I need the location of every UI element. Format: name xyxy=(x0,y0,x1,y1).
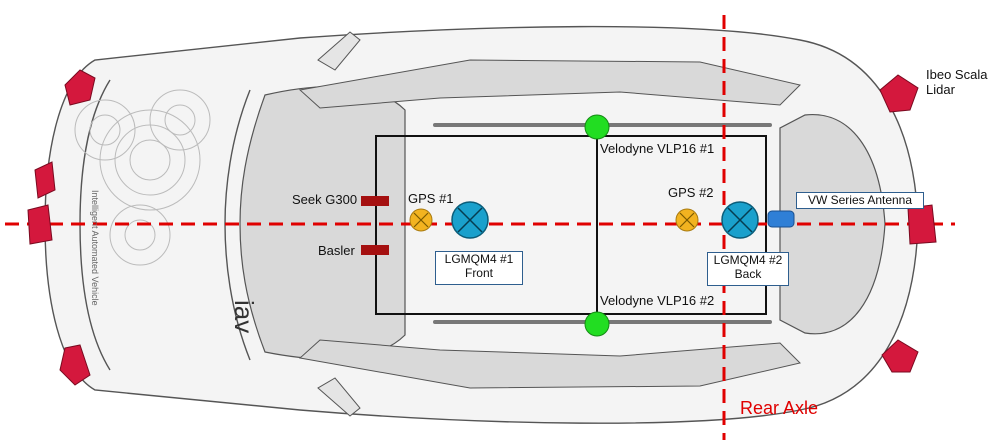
seek-camera-label: Seek G300 xyxy=(292,192,358,207)
gps-1-marker xyxy=(409,208,433,232)
basler-camera-label: Basler xyxy=(318,243,355,258)
vw-antenna-marker xyxy=(767,210,795,228)
lidar-front-bumper xyxy=(27,204,53,245)
gps-2-label: GPS #2 xyxy=(668,185,714,200)
lgmqm4-back-marker xyxy=(721,201,759,239)
mirror-bottom xyxy=(317,377,361,417)
lgmqm4-front-marker xyxy=(451,201,489,239)
hood-graphic xyxy=(74,89,211,266)
side-window-top xyxy=(298,59,801,109)
mirror-top xyxy=(317,31,361,71)
gps-2-marker xyxy=(675,208,699,232)
velodyne-1-marker xyxy=(584,114,610,140)
iav-logo-text: iav xyxy=(229,300,259,333)
vehicle-side-text: Intelligent Automated Vehicle xyxy=(90,190,100,306)
ibeo-lidar-label: Ibeo Scala Lidar xyxy=(926,67,988,97)
vw-antenna-label: VW Series Antenna xyxy=(796,192,924,209)
seek-camera-marker xyxy=(361,196,389,206)
lgmqm4-back-label: LGMQM4 #2 Back xyxy=(707,252,789,286)
lidar-rear-top xyxy=(879,74,919,113)
lidar-rear-bottom xyxy=(881,339,919,373)
basler-camera-marker xyxy=(361,245,389,255)
lidar-front-middle xyxy=(34,161,56,199)
side-window-bottom xyxy=(298,339,801,389)
velodyne-1-label: Velodyne VLP16 #1 xyxy=(600,141,715,156)
gps-1-label: GPS #1 xyxy=(408,191,454,206)
lidar-sensors xyxy=(27,69,937,386)
lidar-rear-middle xyxy=(907,204,937,245)
lidar-front-bottom xyxy=(59,344,91,386)
velodyne-2-marker xyxy=(584,311,610,337)
lgmqm4-front-label: LGMQM4 #1 Front xyxy=(435,251,523,285)
velodyne-2-label: Velodyne VLP16 #2 xyxy=(600,293,715,308)
rear-axle-label: Rear Axle xyxy=(740,398,819,418)
lidar-front-top xyxy=(64,69,96,106)
